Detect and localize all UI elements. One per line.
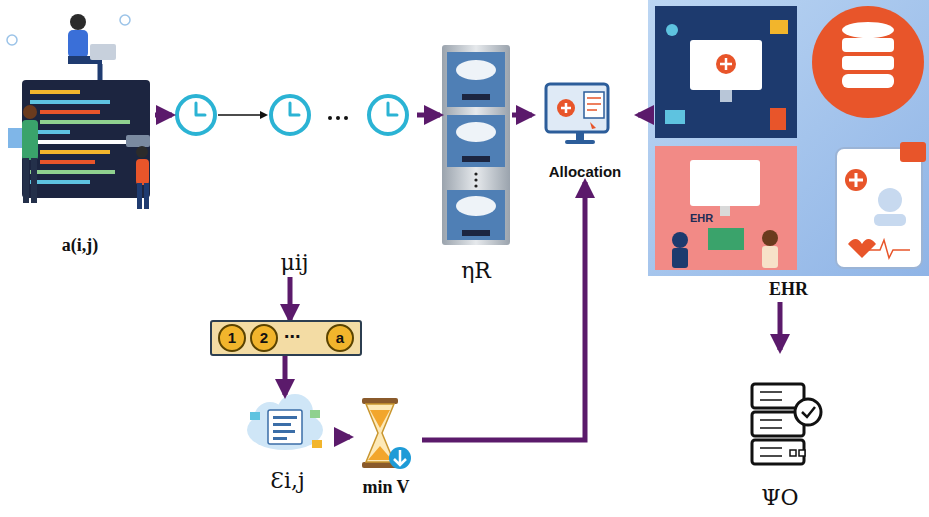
allocation-icon	[546, 84, 608, 144]
node-label: min V	[362, 478, 409, 500]
flow-arrow	[638, 113, 648, 118]
node-label: Allocation	[549, 164, 622, 183]
server-icon	[752, 384, 821, 464]
queue-item: 2	[250, 324, 278, 352]
node-label: ηR	[461, 259, 491, 285]
node-label: Ɛi,j	[270, 469, 305, 495]
clock-icons	[177, 96, 407, 134]
queue-item: 1	[218, 324, 246, 352]
cloud-icon	[247, 394, 323, 450]
flow-arrow	[288, 277, 293, 320]
clock-link	[218, 111, 348, 120]
server-panel	[442, 45, 510, 245]
server-panel-node: ηR	[440, 45, 512, 285]
picture-label: EHR	[690, 212, 713, 224]
hourglass-icon	[362, 398, 411, 469]
node-label: ΨO	[761, 486, 798, 512]
developer-node: a(i,j)	[5, 60, 155, 258]
flow-arrow	[283, 356, 288, 395]
ehr-node: EHR	[648, 0, 929, 302]
ehr-panel	[648, 0, 929, 276]
node-label: a	[336, 330, 344, 347]
node-label: 2	[260, 330, 268, 347]
flow-arrow	[417, 113, 440, 118]
cloud-node: Ɛi,j	[240, 395, 335, 495]
flow-arrow	[512, 113, 532, 118]
allocation-node: Allocation	[532, 75, 638, 182]
node-label: EHR	[769, 280, 808, 302]
clock-chain: μij	[172, 85, 417, 277]
node-label: 1	[228, 330, 236, 347]
flow-arrow	[155, 113, 172, 118]
flow-arrow	[335, 435, 350, 440]
node-label: a(i,j)	[62, 236, 98, 258]
queue-item: a	[326, 324, 354, 352]
hourglass-node: min V	[350, 395, 422, 500]
server-node: ΨO	[740, 350, 820, 512]
developer-illustration	[7, 14, 150, 209]
flow-arrow	[778, 302, 783, 350]
node-label: μij	[280, 251, 308, 277]
queue-band: ⋯ 1 2 a	[210, 320, 362, 356]
flow-arrow	[422, 182, 585, 440]
node-label: ⋯	[284, 328, 300, 346]
